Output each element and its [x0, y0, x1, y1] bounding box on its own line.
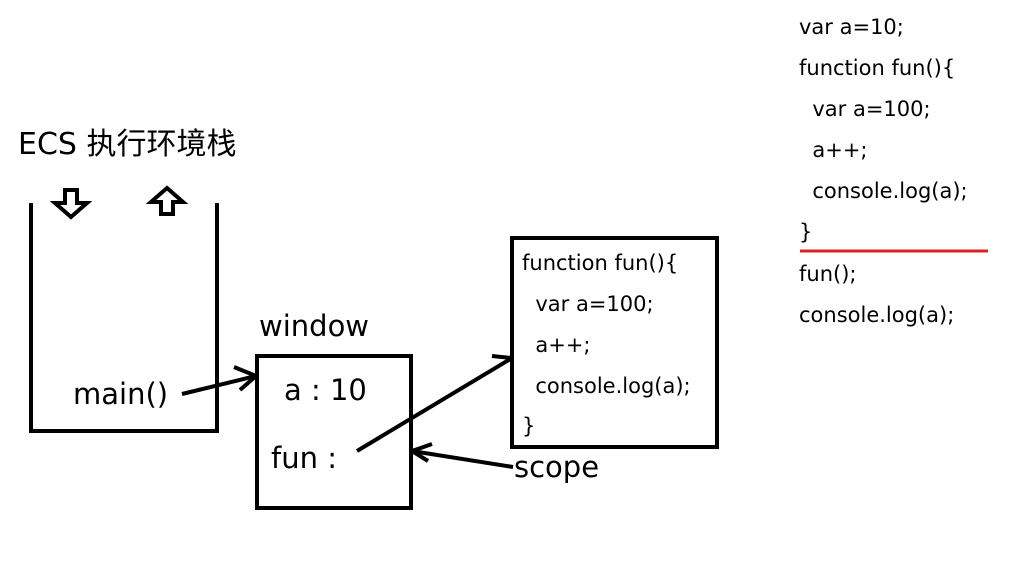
scope-arrow — [410, 442, 514, 469]
source-line: } — [799, 220, 812, 244]
source-line: console.log(a); — [799, 179, 968, 203]
source-line: console.log(a); — [799, 303, 954, 327]
arrow-down-icon — [49, 188, 93, 220]
stack-title: ECS 执行环境栈 — [18, 127, 236, 162]
scope-label: scope — [514, 450, 599, 484]
window-box — [255, 354, 413, 510]
function-object-box — [510, 236, 719, 449]
source-line: var a=100; — [799, 97, 931, 121]
source-line: a++; — [799, 138, 868, 162]
function-line: console.log(a); — [522, 374, 691, 398]
function-line: function fun(){ — [522, 251, 678, 275]
source-line: var a=10; — [799, 15, 904, 39]
source-line: fun(); — [799, 262, 856, 286]
arrow-up-icon — [145, 185, 189, 216]
function-line: a++; — [522, 333, 591, 357]
stack-item-main: main() — [73, 377, 168, 411]
source-line: function fun(){ — [799, 56, 955, 80]
fun-reference-arrow — [355, 354, 514, 453]
main-to-window-arrow — [181, 365, 258, 396]
window-fun-entry: fun : — [271, 441, 337, 475]
window-label: window — [259, 309, 369, 343]
stack-container — [29, 203, 219, 433]
function-line: var a=100; — [522, 292, 654, 316]
window-var-a: a : 10 — [284, 373, 367, 407]
function-line: } — [522, 414, 535, 438]
